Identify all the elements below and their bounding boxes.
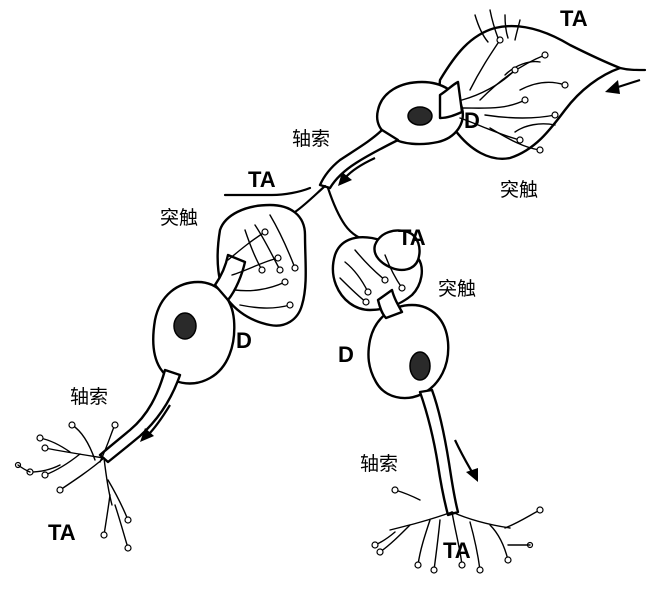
labels: TA D 突触 轴索 TA 突触 TA 突触 D D 轴索 轴索 TA TA bbox=[48, 6, 588, 563]
label-d-left: D bbox=[236, 328, 252, 353]
label-d-top-right: D bbox=[464, 108, 480, 133]
label-d-right-bottom: D bbox=[338, 342, 354, 367]
label-ta-bottom-left: TA bbox=[48, 520, 76, 545]
arrow-central-axon bbox=[338, 157, 376, 186]
label-ta-top-right: TA bbox=[560, 6, 588, 31]
label-ta-right-middle: TA bbox=[398, 225, 426, 250]
label-synapse-top-right: 突触 bbox=[500, 179, 538, 201]
nucleus-left bbox=[173, 312, 197, 340]
signal-arrows bbox=[140, 78, 641, 482]
arrow-right-axon bbox=[454, 439, 478, 482]
nucleus-top-right bbox=[407, 106, 433, 126]
arrow-left-axon bbox=[140, 404, 171, 442]
neuron-top-right bbox=[318, 9, 647, 190]
neuron-right-bottom bbox=[331, 229, 544, 574]
label-axon-left: 轴索 bbox=[70, 386, 108, 408]
neuron-left bbox=[14, 203, 307, 552]
arrow-incoming-top-right bbox=[605, 78, 641, 94]
label-axon-right: 轴索 bbox=[360, 453, 398, 475]
label-synapse-right: 突触 bbox=[438, 278, 476, 300]
label-ta-center: TA bbox=[248, 167, 276, 192]
label-ta-bottom-right: TA bbox=[443, 538, 471, 563]
label-synapse-left: 突触 bbox=[160, 207, 198, 229]
label-axon-top: 轴索 bbox=[292, 128, 330, 150]
nucleus-right-bottom bbox=[409, 351, 431, 381]
